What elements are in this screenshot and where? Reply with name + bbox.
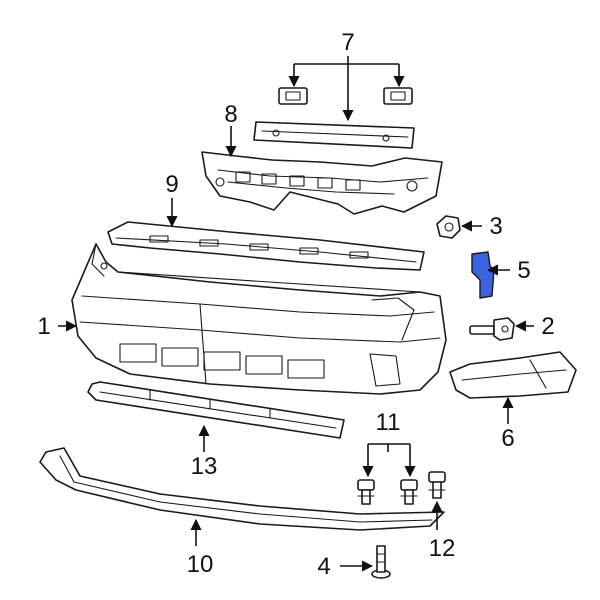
part-13-lower-grille[interactable] — [87, 381, 345, 439]
callout-13: 13 — [191, 453, 218, 480]
part-5-bracket[interactable] — [471, 251, 495, 299]
callout-1: 1 — [37, 313, 50, 340]
part-3-nut[interactable] — [436, 215, 461, 239]
leader-lines — [58, 56, 534, 572]
part-1-bumper-cover[interactable] — [71, 243, 447, 395]
callout-12: 12 — [429, 535, 456, 562]
part-6-bezel[interactable] — [449, 351, 577, 399]
callout-11: 11 — [376, 409, 401, 436]
part-7-reinforcement[interactable] — [253, 87, 415, 149]
callout-5: 5 — [517, 257, 530, 284]
callout-10: 10 — [187, 551, 214, 578]
part-10-valance[interactable] — [39, 447, 445, 531]
callout-7: 7 — [341, 29, 354, 56]
part-11-retainers[interactable] — [357, 479, 418, 505]
part-8-absorber[interactable] — [201, 151, 443, 215]
part-4-screw[interactable] — [371, 545, 391, 579]
part-9-deflector[interactable] — [107, 221, 425, 271]
callout-2: 2 — [541, 313, 554, 340]
callout-6: 6 — [501, 425, 514, 452]
callout-labels: 7 8 9 3 5 1 2 6 13 11 12 10 4 — [37, 29, 554, 580]
callout-4: 4 — [317, 553, 330, 580]
part-2-bolt[interactable] — [469, 317, 515, 341]
callout-9: 9 — [165, 171, 178, 198]
callout-3: 3 — [489, 213, 502, 240]
part-12-pushpin[interactable] — [428, 471, 446, 499]
callout-8: 8 — [224, 101, 237, 128]
